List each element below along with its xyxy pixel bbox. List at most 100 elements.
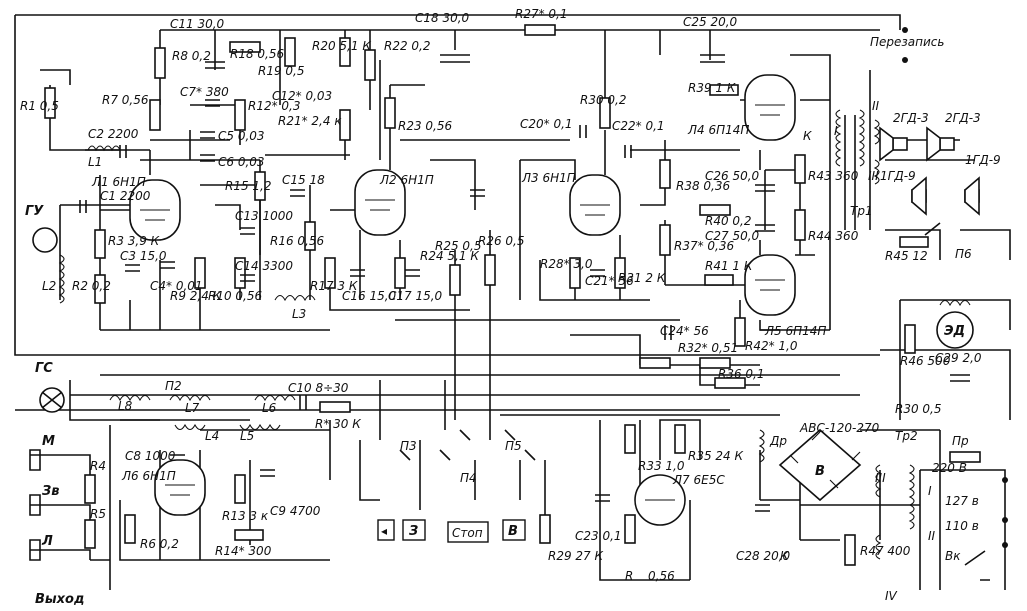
- label-r26: R26 0,5: [478, 234, 525, 248]
- label-dr: Др: [769, 434, 787, 448]
- label-c18: C18 30,0: [415, 11, 470, 25]
- label-c5: C5 0,03: [218, 129, 265, 143]
- label-r39: R39 1 К: [688, 81, 736, 95]
- label-c9: C9 4700: [270, 504, 321, 518]
- label-r47: R47 400: [860, 544, 911, 558]
- resistors: [44, 24, 929, 566]
- label-c24: C24* 56: [660, 324, 709, 338]
- speakers: [879, 126, 980, 216]
- label-l6-tube: Л6 6Н1П: [121, 469, 176, 483]
- label-p4: П4: [460, 471, 477, 485]
- label-l7: L7: [185, 401, 200, 415]
- label-w3: III: [868, 169, 879, 183]
- label-c15: C15 18: [282, 173, 325, 187]
- label-r30b: R30 0,5: [895, 402, 942, 416]
- label-tr2-w2: II: [928, 529, 936, 543]
- labels-mid: R15 1,2 C15 18 C13 1000 C14 3300 R16 0,5…: [225, 93, 665, 321]
- label-pr: Пр: [952, 434, 969, 448]
- label-abs: АВС-120-270: [799, 421, 880, 435]
- label-c11: C11 30,0: [170, 17, 225, 31]
- label-r25: R25 0,5: [435, 239, 482, 253]
- label-r24: R24 5,1 К: [420, 249, 479, 263]
- label-r32: R32* 0,51: [678, 341, 738, 355]
- label-c21: C21* 56: [585, 274, 634, 288]
- label-r35: R35 24 К: [688, 449, 744, 463]
- inductors: [58, 109, 971, 560]
- label-c25: C25 20,0: [683, 15, 738, 29]
- label-spk3: 1ГД-9: [880, 169, 916, 183]
- label-r1: R1 0,5: [20, 99, 59, 113]
- label-b: В: [815, 464, 825, 479]
- label-r40: R40 0,2: [705, 214, 752, 228]
- button-record: [402, 519, 426, 541]
- label-r41: R41 1 К: [705, 259, 753, 273]
- label-c7: C7* 380: [180, 85, 229, 99]
- label-gu: ГУ: [25, 204, 44, 219]
- misc-symbols: [29, 27, 1008, 581]
- label-r28: R28* 3,0: [540, 257, 593, 271]
- label-c28: C28 20,0: [736, 549, 791, 563]
- label-r2: R2 0,2: [72, 279, 111, 293]
- label-r18: R18 0,56: [230, 47, 285, 61]
- label-c27: C27 50,0: [705, 229, 760, 243]
- button-left-label: ◂: [381, 524, 387, 538]
- label-l1-tube: Л1 6Н1П: [91, 175, 146, 189]
- label-gs: ГС: [35, 361, 53, 376]
- label-r5: R5: [90, 507, 106, 521]
- label-r13: R13 3 к: [222, 509, 269, 523]
- label-w2: II: [872, 99, 880, 113]
- label-ed: ЭД: [944, 324, 965, 339]
- label-c14: C14 3300: [235, 259, 293, 273]
- label-k: К: [803, 129, 812, 143]
- label-p6: П6: [955, 247, 972, 261]
- label-tr2-w3: III: [875, 471, 886, 485]
- label-c1: C1 2200: [100, 189, 151, 203]
- label-l5: Л5 6П14П: [764, 324, 826, 338]
- label-l6: L6: [262, 401, 277, 415]
- label-c22: C22* 0,1: [612, 119, 665, 133]
- label-tr2-w4: IV: [885, 589, 898, 603]
- label-c16: C16 15,0: [342, 289, 397, 303]
- label-tr2: Тр2: [895, 429, 918, 443]
- label-c8: C8 1000: [125, 449, 176, 463]
- label-c10: C10 8÷30: [288, 381, 349, 395]
- label-l1: L1: [88, 155, 102, 169]
- label-r19: R19 0,5: [258, 64, 305, 78]
- label-c29: C29 2,0: [935, 351, 982, 365]
- label-r7: R7 0,56: [102, 93, 149, 107]
- label-r: R: [625, 569, 633, 583]
- label-p5: П5: [505, 439, 522, 453]
- label-r14: R14* 300: [215, 544, 272, 558]
- button-record-label: З: [409, 524, 418, 539]
- label-l4c: L4: [205, 429, 219, 443]
- button-stop: [447, 521, 489, 543]
- label-c23: C23 0,1: [575, 529, 622, 543]
- label-c4: C4* 0,01: [150, 279, 203, 293]
- label-c12: C12* 0,03: [272, 89, 332, 103]
- label-r27: R27* 0,1: [515, 7, 568, 21]
- label-r44: R44 360: [808, 229, 859, 243]
- label-l3: L3: [292, 307, 306, 321]
- label-vk: Вк: [945, 549, 961, 563]
- label-p3: П3: [400, 439, 417, 453]
- label-c2: C2 2200: [88, 127, 139, 141]
- label-r45: R45 12: [885, 249, 928, 263]
- label-r9: R9 2,4 К: [170, 289, 222, 303]
- label-r20: R20 5,1 К: [312, 39, 371, 53]
- label-r-star: R* 30 К: [315, 417, 361, 431]
- label-r46: R46 500: [900, 354, 951, 368]
- label-r30: R30 0,2: [580, 93, 627, 107]
- label-r37: R37* 0,36: [674, 239, 735, 253]
- label-r23: R23 0,56: [398, 119, 453, 133]
- label-l7-tube: Л7 6Е5С: [672, 473, 725, 487]
- label-in-l: Л: [41, 534, 53, 549]
- label-spk2: 2ГД-3: [945, 111, 981, 125]
- label-r42: R42* 1,0: [745, 339, 798, 353]
- label-r4: R4: [90, 459, 106, 473]
- label-c6: C6 0,03: [218, 155, 265, 169]
- label-c20: C20* 0,1: [520, 117, 573, 131]
- label-r21: R21* 2,4 к: [278, 114, 342, 128]
- label-c3: C3 15,0: [120, 249, 167, 263]
- labels-right: Л3 6Н1П R28* 3,0 C21* 56 R31 2 К R38 0,3…: [521, 81, 1001, 416]
- label-spk4: 1ГД-9: [965, 153, 1001, 167]
